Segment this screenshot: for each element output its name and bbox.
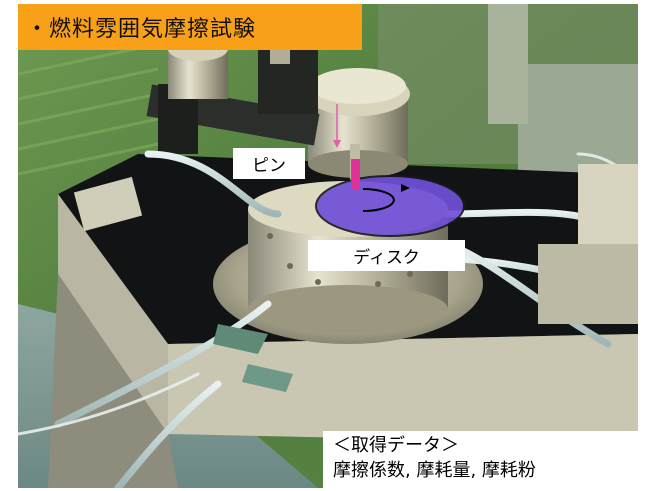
arrow-down-icon xyxy=(333,104,341,148)
rotation-arrow-icon xyxy=(362,188,395,212)
disk-label: ディスク xyxy=(308,240,465,271)
acquired-data-items: 摩擦係数, 摩耗量, 摩耗粉 xyxy=(333,460,536,481)
page-title: ・燃料雰囲気摩擦試験 xyxy=(18,4,362,50)
pin-marker xyxy=(351,159,360,189)
acquired-data-box: ＜取得データ＞ 摩擦係数, 摩耗量, 摩耗粉 xyxy=(323,431,638,488)
pin-label: ピン xyxy=(233,148,305,179)
acquired-data-heading: ＜取得データ＞ xyxy=(333,435,459,456)
apparatus-photo xyxy=(18,4,638,488)
